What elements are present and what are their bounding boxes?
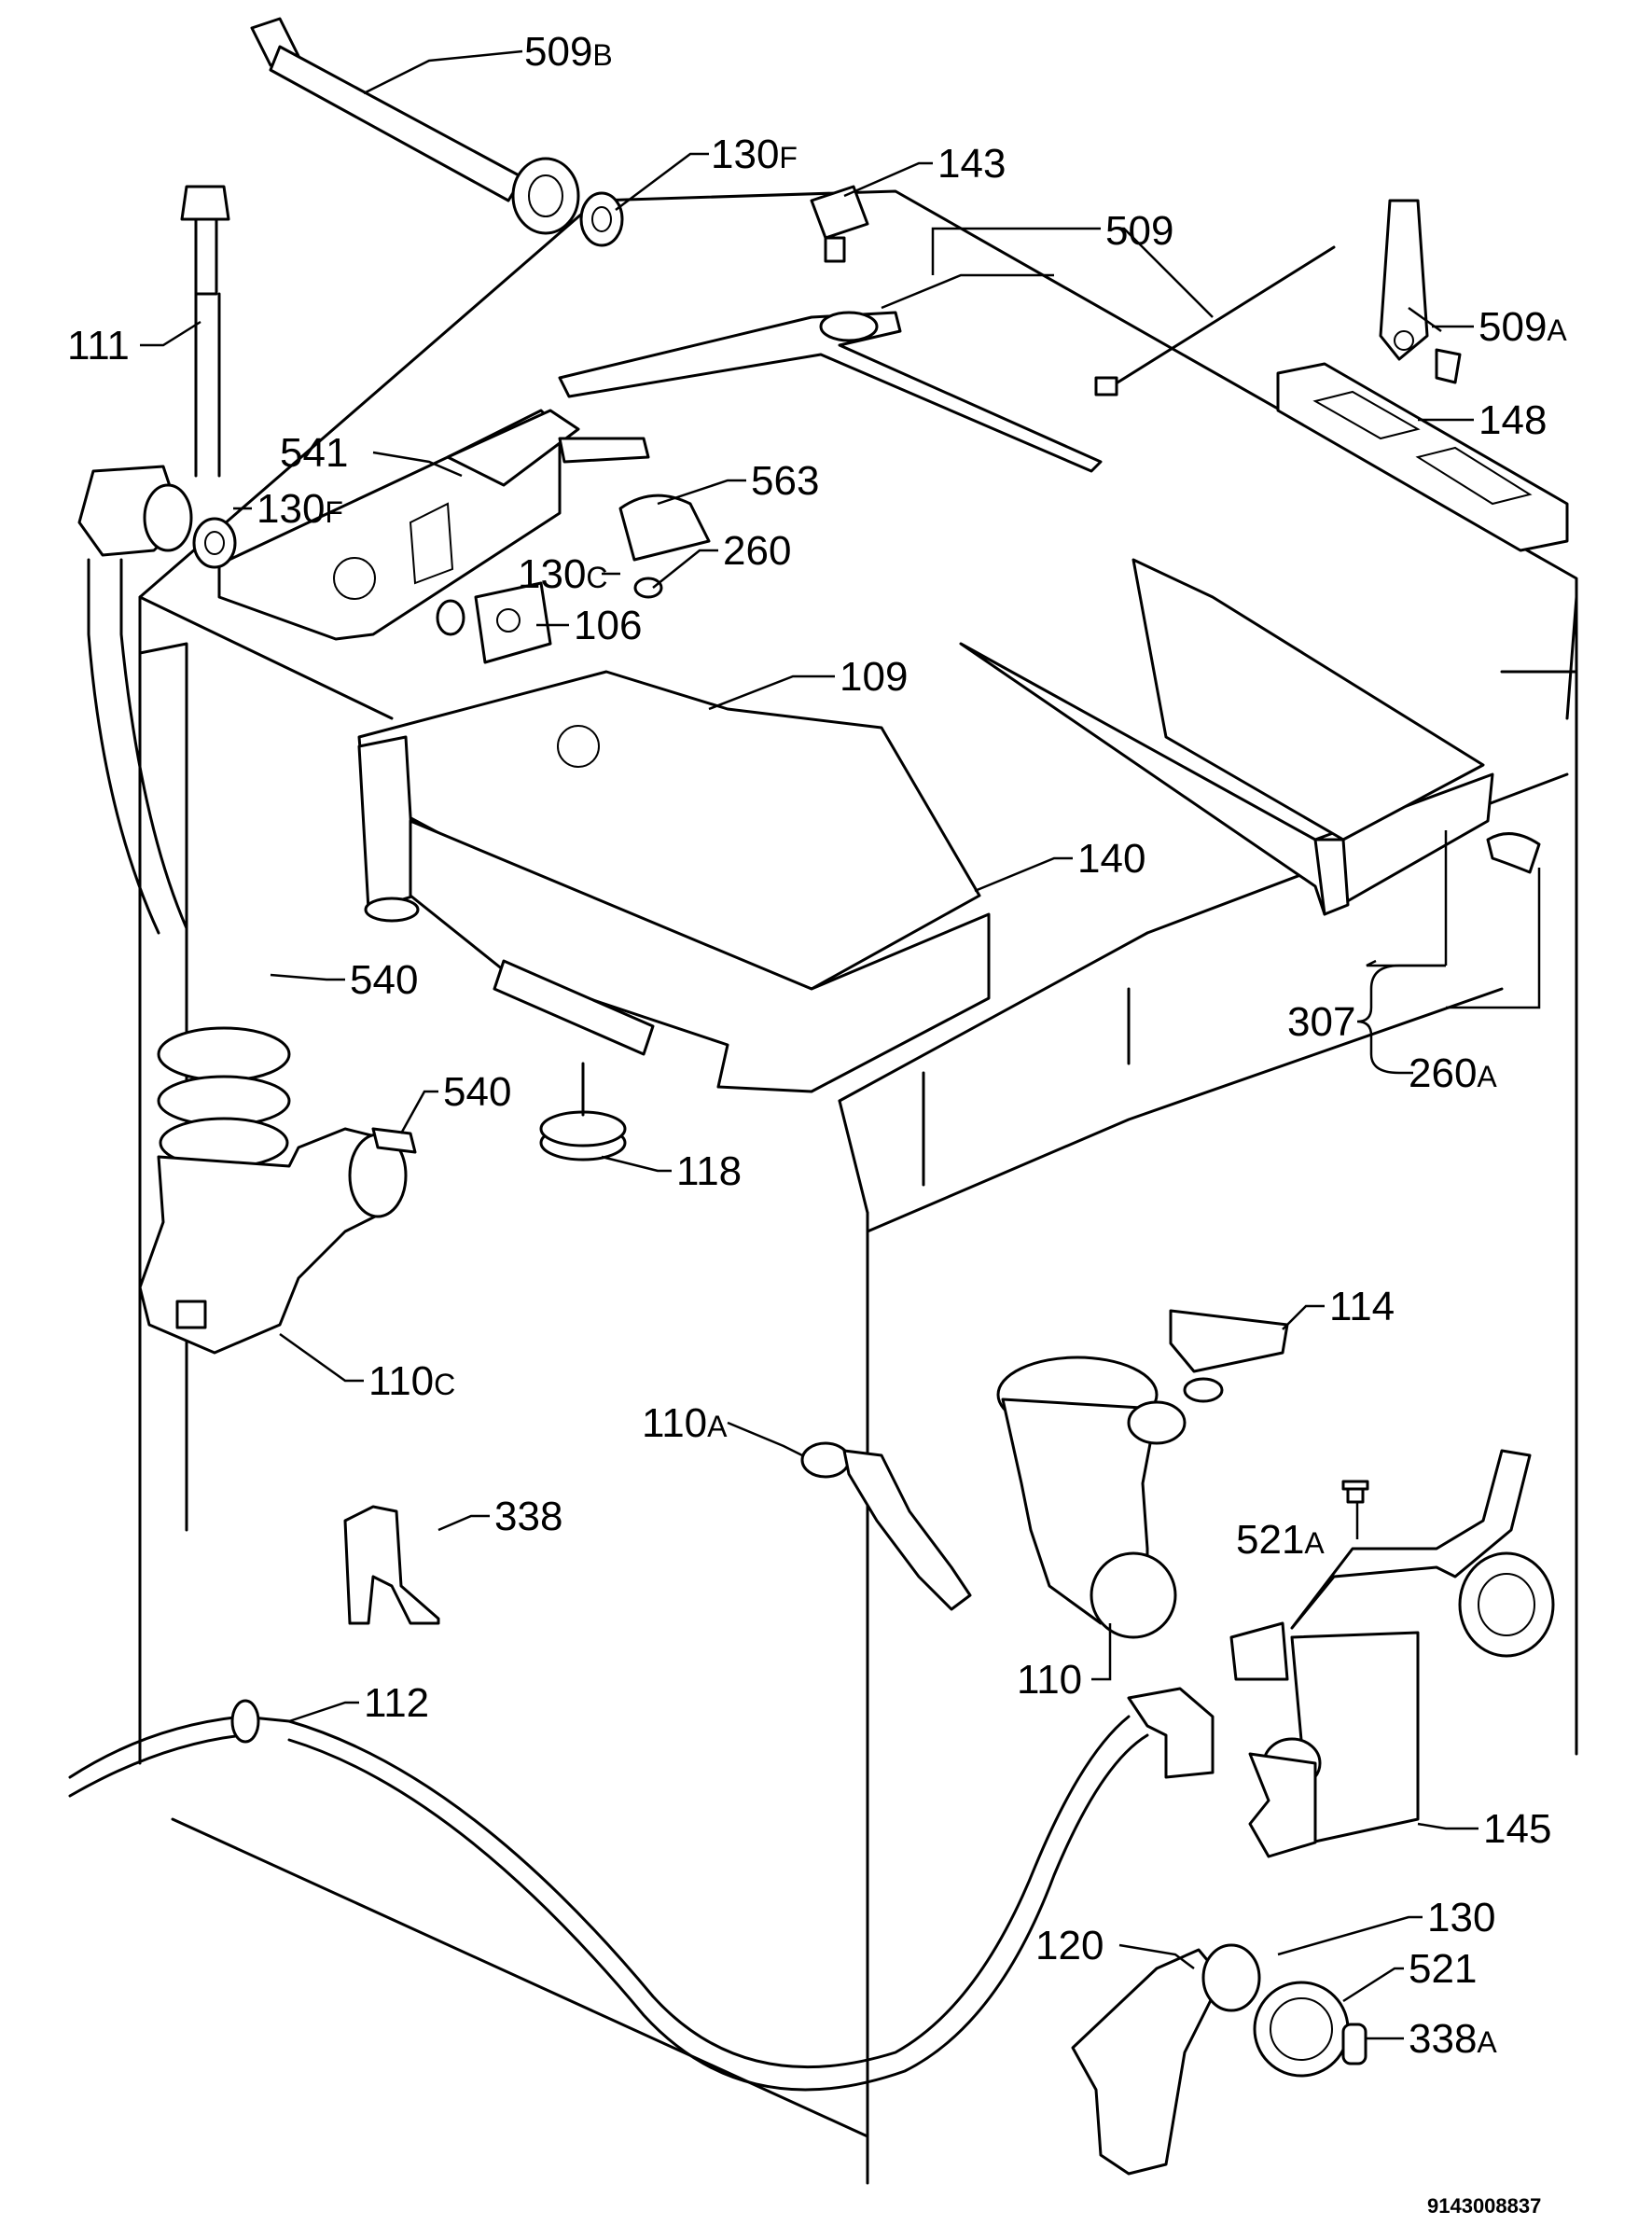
- bellows-110c: [138, 1026, 408, 1355]
- label-148: 148: [1478, 397, 1547, 443]
- label-130f-mid: 130F: [257, 486, 343, 532]
- inlet-pipe-509b: [250, 17, 580, 235]
- label-114: 114: [1329, 1284, 1395, 1329]
- label-521: 521: [1409, 1946, 1477, 1992]
- label-130c: 130C: [518, 551, 608, 597]
- knob-143: [810, 185, 869, 263]
- label-260: 260: [723, 528, 791, 574]
- leader-lines: [140, 49, 1541, 2040]
- label-118: 118: [676, 1148, 742, 1194]
- clamp-540-mid: [371, 1127, 417, 1154]
- label-338: 338: [494, 1494, 562, 1539]
- bellows-110: [996, 1356, 1187, 1639]
- cam-563: [618, 494, 711, 562]
- rod-509: [1094, 245, 1336, 396]
- drawer-307: [959, 558, 1494, 916]
- label-540-top: 540: [350, 957, 418, 1003]
- sensor-114: [1169, 1309, 1289, 1403]
- arm-509a: [1379, 199, 1462, 384]
- cabinet-outline: [138, 189, 1578, 2185]
- inlet-hose-111: [77, 185, 230, 935]
- pump-145: [1229, 1449, 1555, 1858]
- label-120: 120: [1035, 1923, 1104, 1968]
- drain-hose-112: [68, 1687, 1215, 2092]
- label-541: 541: [280, 430, 348, 476]
- label-260a: 260A: [1409, 1050, 1497, 1096]
- screw-521a: [1341, 1480, 1369, 1504]
- label-130f-top: 130F: [711, 132, 798, 177]
- gasket-130f-mid: [192, 517, 237, 569]
- lever-509: [558, 311, 1103, 473]
- handle-148: [1276, 362, 1569, 552]
- label-509b: 509B: [524, 29, 613, 75]
- drawing-code: 9143008837: [1427, 2194, 1541, 2218]
- label-112: 112: [364, 1680, 429, 1726]
- label-109: 109: [840, 654, 908, 700]
- label-563: 563: [751, 458, 819, 504]
- label-509: 509: [1105, 208, 1173, 254]
- callout-labels: 509B 130F 143 509 111 509A 148 541 563 1…: [67, 29, 1567, 2218]
- label-338a: 338A: [1409, 2016, 1497, 2062]
- wheel-118: [539, 1062, 627, 1161]
- label-106: 106: [574, 603, 642, 648]
- gasket-130f-top: [579, 191, 624, 247]
- label-509a: 509A: [1478, 304, 1567, 350]
- label-111: 111: [67, 323, 130, 369]
- label-307: 307: [1287, 999, 1355, 1045]
- hanger-338: [343, 1505, 440, 1625]
- label-143: 143: [937, 141, 1006, 187]
- valve-106: [474, 581, 552, 664]
- label-540-mid: 540: [443, 1069, 511, 1115]
- label-110a: 110A: [642, 1400, 728, 1446]
- label-145: 145: [1483, 1806, 1551, 1852]
- lid-521: [1253, 1981, 1350, 2078]
- label-140: 140: [1077, 836, 1145, 882]
- filter-120: [1071, 1943, 1261, 2176]
- clip-260a: [1486, 832, 1541, 874]
- bracket-541: [217, 409, 650, 641]
- tray-140: [409, 819, 991, 1093]
- dispenser-housing-109: [357, 670, 981, 991]
- label-110: 110: [1017, 1657, 1082, 1703]
- plug-338a: [1341, 2023, 1367, 2065]
- spring-260: [633, 577, 663, 599]
- label-521a: 521A: [1236, 1517, 1325, 1563]
- label-110c: 110C: [368, 1358, 455, 1404]
- tube-110a: [800, 1441, 972, 1611]
- label-130: 130: [1427, 1895, 1495, 1940]
- gasket-130c: [436, 599, 465, 636]
